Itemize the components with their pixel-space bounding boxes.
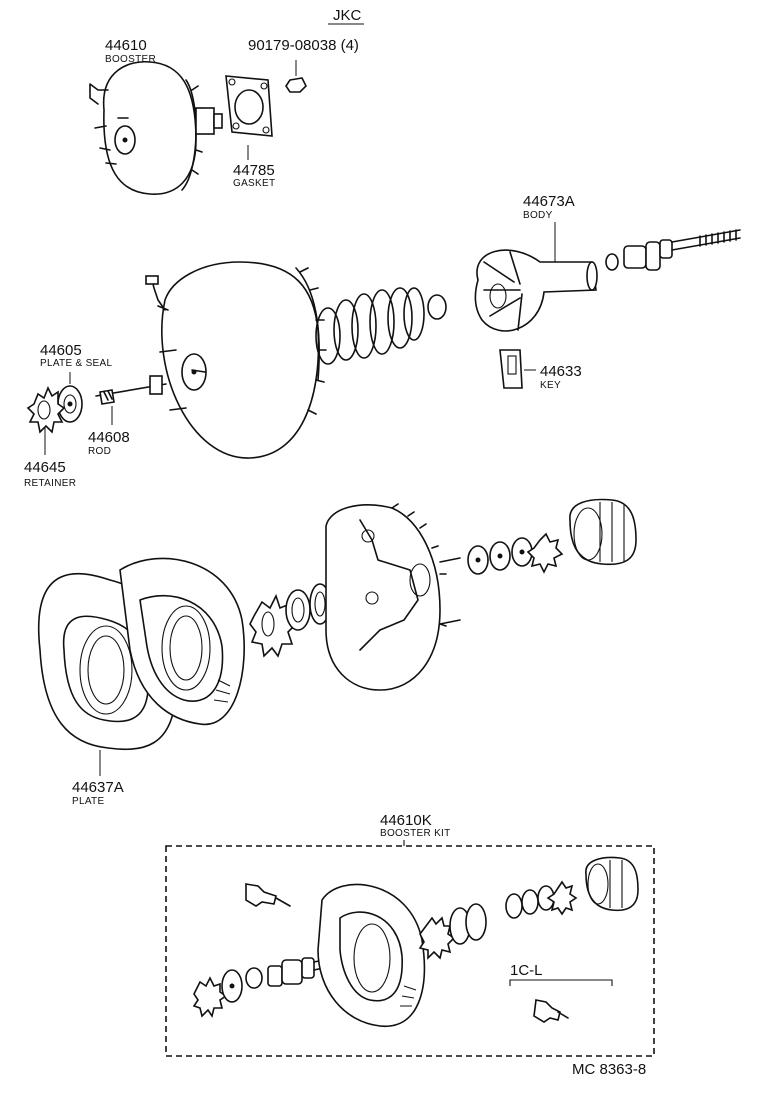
drawing-number: MC 8363-8 [572, 1061, 646, 1078]
diaphragm-part [119, 557, 245, 726]
valve-plunger-part [605, 229, 741, 271]
kit-contents [192, 856, 639, 1027]
callout-plate-seal-name: PLATE & SEAL [40, 358, 112, 369]
subkit-bracket [509, 979, 613, 986]
callout-key-part-no: 44633 [540, 363, 582, 380]
callout-kit-name: BOOSTER KIT [380, 828, 451, 839]
callout-gasket-name: GASKET [233, 178, 275, 189]
plate-seal-part [57, 385, 83, 423]
callout-plate-part-no: 44637A [72, 779, 124, 796]
lower-seal-rings [285, 583, 331, 631]
callout-body-part-no: 44673A [523, 193, 575, 210]
rear-washer-set [467, 532, 564, 575]
callout-rod-part-no: 44608 [88, 429, 130, 446]
callout-retainer-part-no: 44645 [24, 459, 66, 476]
callout-rod-name: ROD [88, 446, 111, 457]
callout-booster-part-no: 44610 [105, 37, 147, 54]
nut-part [285, 60, 307, 93]
rod-part [95, 375, 167, 405]
callout-plate-seal-part-no: 44605 [40, 342, 82, 359]
callout-subkit-label: 1C-L [510, 962, 543, 979]
callout-kit-part-no: 44610K [380, 812, 432, 829]
return-spring-part [315, 287, 425, 365]
header-code: JKC [333, 7, 362, 24]
callout-key-name: KEY [540, 380, 561, 391]
kit-dashed-frame [165, 845, 655, 1057]
booster-assembly-small [89, 60, 223, 195]
callout-plate-name: PLATE [72, 796, 104, 807]
callout-gasket-part-no: 44785 [233, 162, 275, 179]
valve-body-part [474, 249, 598, 332]
callout-booster-name: BOOSTER [105, 54, 156, 65]
booster-shell-rear [325, 503, 461, 691]
callout-body-name: BODY [523, 210, 553, 221]
cap-part [427, 294, 447, 320]
lower-retainer-part [249, 593, 298, 658]
callout-nut-part-no: 90179-08038 (4) [248, 37, 359, 54]
gasket-part [225, 75, 273, 137]
callout-retainer-name: RETAINER [24, 478, 76, 489]
booster-shell-front [145, 261, 327, 459]
rear-boot-part [569, 498, 637, 566]
retainer-part [26, 386, 66, 434]
key-part [499, 349, 523, 389]
subkit-valve-part [533, 999, 569, 1023]
